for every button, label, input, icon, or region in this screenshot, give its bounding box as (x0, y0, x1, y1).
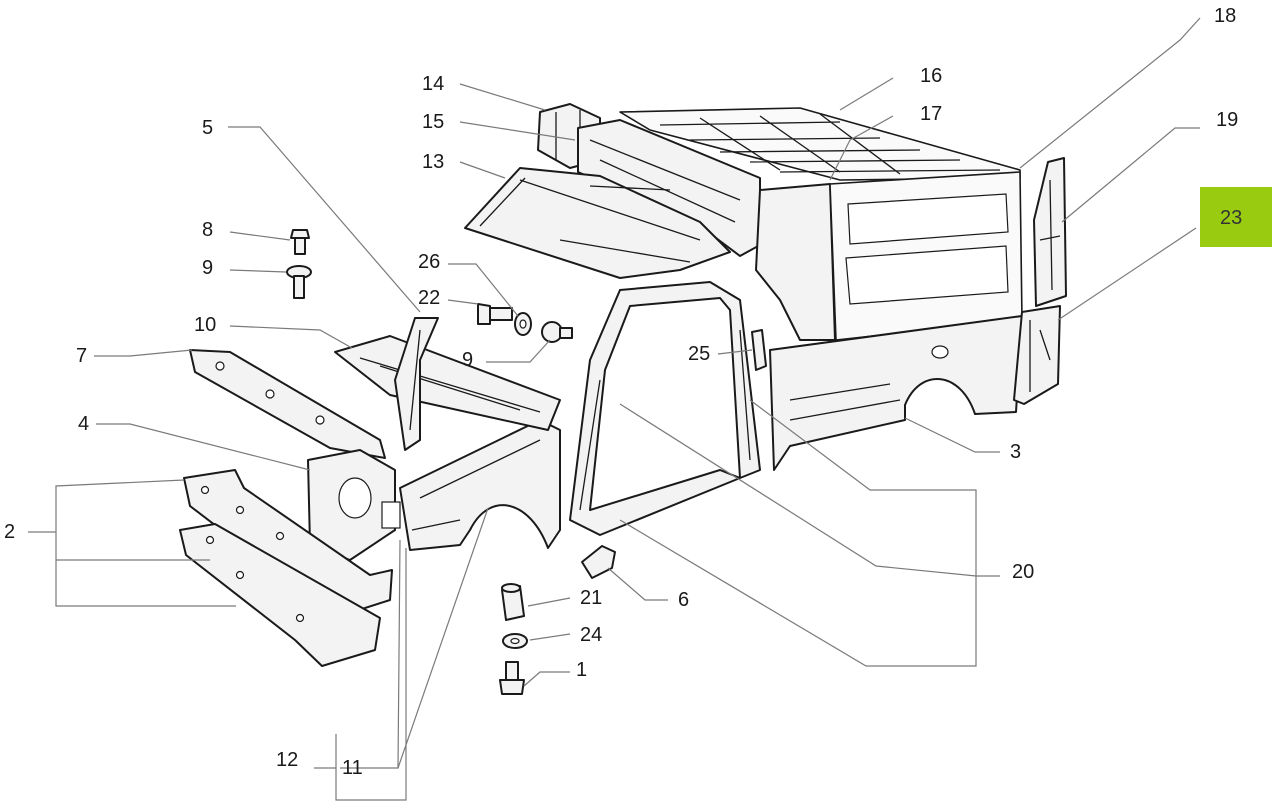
part-bolt-8[interactable] (290, 229, 310, 255)
part-upper-cowl[interactable] (464, 167, 731, 279)
callout-26[interactable]: 26 (418, 251, 440, 273)
callout-labels: 1 2 3 4 5 6 7 8 9 9 10 11 12 13 14 15 16… (4, 5, 1272, 779)
part-headlamp-panel[interactable] (307, 449, 401, 561)
part-nut-9-lower[interactable] (541, 321, 573, 343)
part-dash-cross-panel[interactable] (334, 335, 561, 431)
callout-12[interactable]: 12 (276, 749, 298, 771)
callout-2[interactable]: 2 (4, 521, 15, 543)
callout-5[interactable]: 5 (202, 117, 213, 139)
callout-20[interactable]: 20 (1012, 561, 1034, 583)
callout-22[interactable]: 22 (418, 287, 440, 309)
part-rear-side-panel[interactable] (769, 315, 1023, 471)
part-bracket[interactable] (581, 545, 616, 579)
callout-9-upper[interactable]: 9 (202, 257, 213, 279)
part-washer-24[interactable] (502, 633, 528, 649)
part-washer-26[interactable] (514, 312, 532, 336)
part-bolt-9-upper[interactable] (286, 265, 312, 299)
callout-10[interactable]: 10 (194, 314, 216, 336)
callout-15[interactable]: 15 (422, 111, 444, 133)
callout-21[interactable]: 21 (580, 587, 602, 609)
callout-13[interactable]: 13 (422, 151, 444, 173)
callout-25[interactable]: 25 (688, 343, 710, 365)
callout-16[interactable]: 16 (920, 65, 942, 87)
part-spacer-21[interactable] (501, 583, 525, 621)
part-upper-crossmember[interactable] (189, 349, 386, 459)
callout-18[interactable]: 18 (1214, 5, 1236, 27)
callout-23[interactable]: 23 (1220, 207, 1242, 229)
callout-14[interactable]: 14 (422, 73, 444, 95)
callout-17[interactable]: 17 (920, 103, 942, 125)
part-clip-25[interactable] (751, 329, 767, 371)
callout-19[interactable]: 19 (1216, 109, 1238, 131)
callout-1[interactable]: 1 (576, 659, 587, 681)
callout-4[interactable]: 4 (78, 413, 89, 435)
part-front-wheel-arch[interactable] (399, 419, 561, 551)
callout-11[interactable]: 11 (342, 757, 363, 779)
callout-9-lower[interactable]: 9 (462, 349, 473, 371)
part-lower-crossmember-rear[interactable] (179, 523, 381, 667)
part-bolt-22[interactable] (477, 303, 513, 325)
leader-lines (28, 17, 1201, 801)
part-roof-panel[interactable] (619, 107, 1021, 181)
part-a-pillar-brace[interactable] (394, 317, 439, 451)
part-rear-pillar-upper[interactable] (1033, 157, 1067, 307)
callout-7[interactable]: 7 (76, 345, 87, 367)
highlight-box-23 (1200, 187, 1272, 247)
part-door-frame[interactable] (569, 281, 761, 536)
part-rear-quarter-upper[interactable] (755, 171, 1023, 341)
callout-24[interactable]: 24 (580, 624, 602, 646)
part-rear-pillar-lower[interactable] (1013, 305, 1061, 405)
callout-8[interactable]: 8 (202, 219, 213, 241)
callout-6[interactable]: 6 (678, 589, 689, 611)
part-bolt-1[interactable] (499, 661, 525, 695)
callout-3[interactable]: 3 (1010, 441, 1021, 463)
